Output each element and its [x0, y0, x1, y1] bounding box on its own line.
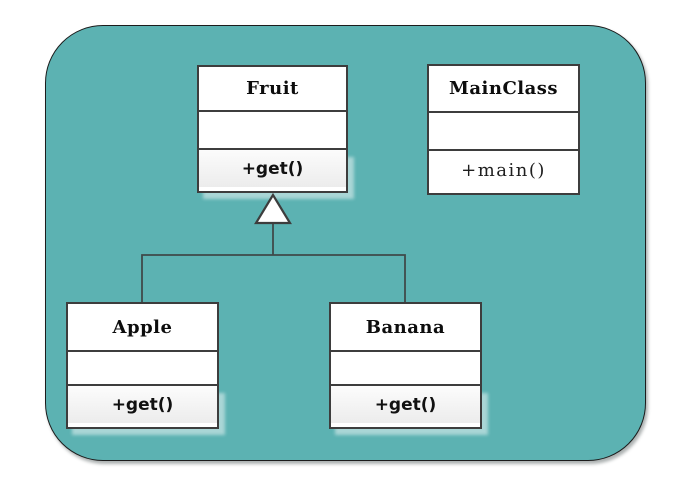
- inheritance-triangle-icon: [254, 192, 292, 225]
- operation-label: +get(): [111, 394, 174, 415]
- class-operations-compartment: +get(): [199, 148, 346, 187]
- class-operations-compartment: +get(): [68, 384, 217, 423]
- class-attributes-compartment: [331, 350, 480, 384]
- class-operations-compartment: +get(): [331, 384, 480, 423]
- class-operations-compartment: +main(): [429, 149, 578, 189]
- class-name-label: Fruit: [246, 78, 299, 99]
- class-box-mainclass[interactable]: MainClass +main(): [427, 64, 580, 195]
- inheritance-branch-line[interactable]: [141, 254, 406, 302]
- class-attributes-compartment: [68, 350, 217, 384]
- class-box-banana[interactable]: Banana +get(): [329, 302, 482, 429]
- operation-label: +get(): [374, 394, 437, 415]
- class-name-compartment: Banana: [331, 304, 480, 350]
- class-name-label: Apple: [112, 316, 173, 338]
- class-name-compartment: Apple: [68, 304, 217, 350]
- class-box-apple[interactable]: Apple +get(): [66, 302, 219, 429]
- class-box-fruit[interactable]: Fruit +get(): [197, 65, 348, 193]
- operation-label: +main(): [461, 159, 546, 181]
- operation-label: +get(): [241, 158, 304, 179]
- class-name-compartment: MainClass: [429, 66, 578, 111]
- class-name-label: MainClass: [448, 78, 559, 99]
- class-name-compartment: Fruit: [199, 67, 346, 110]
- class-attributes-compartment: [199, 110, 346, 148]
- class-name-label: Banana: [365, 316, 446, 338]
- class-attributes-compartment: [429, 111, 578, 149]
